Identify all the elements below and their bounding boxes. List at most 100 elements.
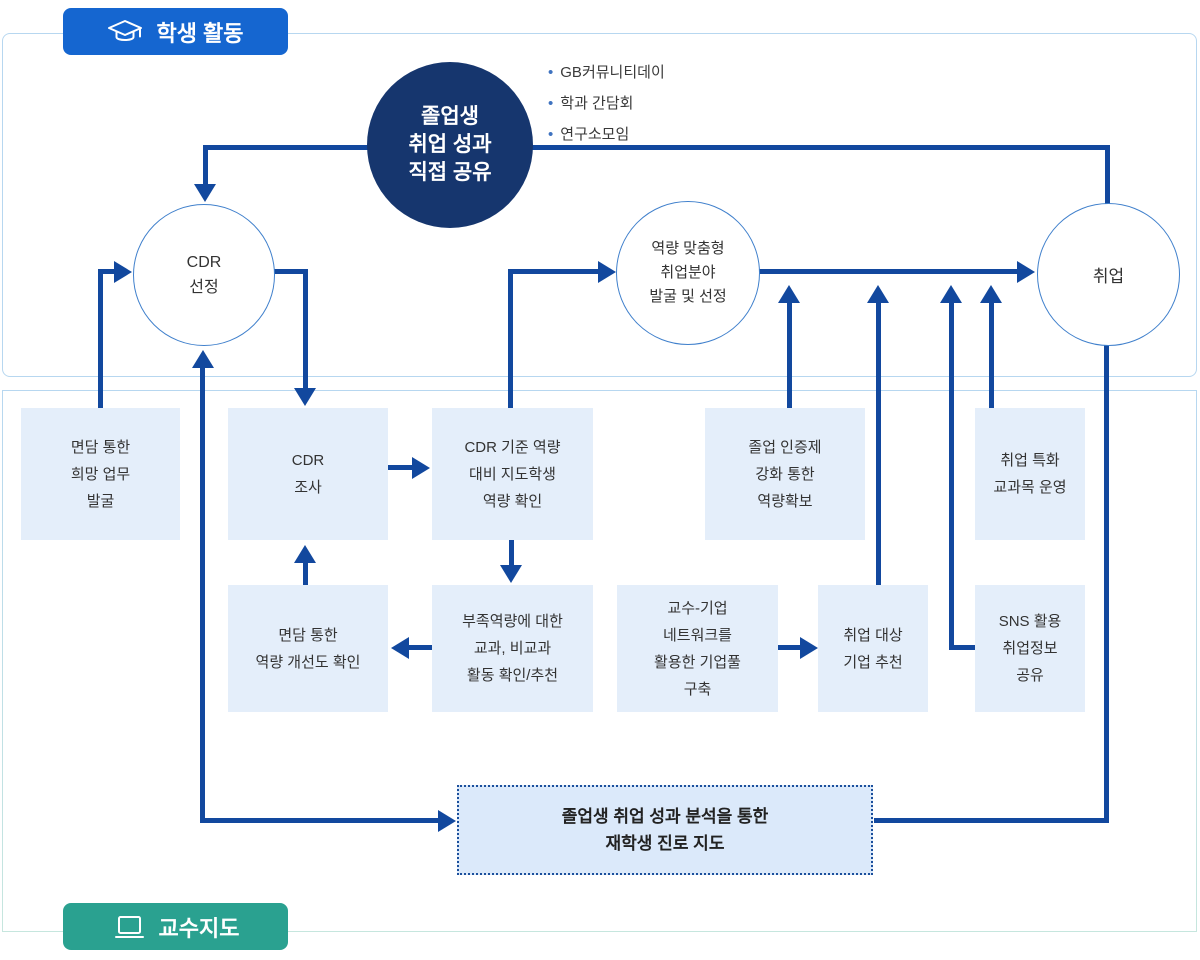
arrow-right-into-match-circle [598,261,616,283]
box-label-line: 취업정보 [1002,640,1058,657]
activity-bullet-list: GB커뮤니티데이 학과 간담회 연구소모임 [548,57,665,150]
bullet-item: 연구소모임 [548,119,665,150]
box-label-line: 취업 특화 [1000,452,1060,469]
connector-match-to-job-horizontal [755,269,1017,274]
arrow-right-into-job-circle [1017,261,1035,283]
connector-network-to-recommend [778,645,800,650]
box-label-line: 네트워크를 [662,626,732,644]
box-label-line: 활동 확인/추천 [466,667,559,684]
connector-loop-left-horizontal [200,818,438,823]
arrow-right-into-feedback-box [438,810,456,832]
box-label-line: CDR [291,452,325,469]
box-label-line: 활용한 기업풀 [654,653,741,671]
arrow-up-from-recommend-box [867,285,889,303]
graduate-share-circle: 졸업생 취업 성과 직접 공유 [367,62,533,228]
share-circle-line: 취업 성과 [408,133,492,156]
circle-label-line: 취업분야 [660,264,716,281]
connector-recommend-vertical [876,303,881,585]
box-label-line: 교과목 운영 [993,479,1067,496]
professor-guidance-badge-label: 교수지도 [158,915,240,941]
connector-survey-to-check [388,465,412,470]
circle-label-line: 역량 맞춤형 [651,240,725,257]
arrow-down-into-lack-box [500,565,522,583]
improvement-check-box: 면담 통한 역량 개선도 확인 [228,585,388,712]
connector-cdr-to-survey-vertical [303,269,308,389]
feedback-box-line: 졸업생 취업 성과 분석을 통한 [561,807,769,826]
circle-label-line: 선정 [189,279,219,296]
sns-job-info-box: SNS 활용 취업정보 공유 [975,585,1085,712]
box-label-line: 역량 확인 [482,492,543,510]
box-label-line: 발굴 [86,492,115,510]
laptop-icon [112,914,146,940]
box-label-line: 조사 [294,479,322,496]
bullet-item: GB커뮤니티데이 [548,57,664,88]
connector-top-right-vertical [1105,145,1110,207]
competency-check-box: CDR 기준 역량 대비 지도학생 역량 확인 [432,408,593,540]
cdr-survey-box: CDR 조사 [228,408,388,540]
professor-company-network-box: 교수-기업 네트워크를 활용한 기업풀 구축 [617,585,778,712]
connector-loop-right-vertical [1104,344,1109,823]
box-label-line: 역량 개선도 확인 [255,653,361,671]
student-activity-badge-label: 학생 활동 [156,20,244,46]
connector-check-to-lack [509,540,514,566]
employment-circle: 취업 [1037,203,1180,346]
box-label-line: 강화 통한 [755,465,815,483]
box-label-line: CDR 기준 역량 [464,438,561,456]
circle-label-line: 발굴 및 선정 [649,288,727,305]
connector-loop-right-horizontal [874,818,1109,823]
connector-sns-elbow [949,645,975,650]
graduation-certification-box: 졸업 인증제 강화 통한 역량확보 [705,408,865,540]
share-circle-line: 졸업생 [421,105,479,128]
box-label-line: 면담 통한 [278,626,338,644]
box-label-line: 희망 업무 [70,465,131,483]
arrow-right-into-cdr-circle [114,261,132,283]
connector-special-vertical [989,303,994,408]
box-label-line: SNS 활용 [998,613,1062,630]
arrow-left-into-improve-box [391,637,409,659]
connector-cert-vertical [787,303,792,408]
arrow-up-into-survey-box [294,545,316,563]
arrow-right-into-check-box [412,457,430,479]
box-label-line: 기업 추천 [843,653,903,671]
arrow-up-into-cdr-circle-bottom [192,350,214,368]
box-label-line: 구축 [683,680,712,698]
arrow-up-from-special-box [980,285,1002,303]
lacking-competency-box: 부족역량에 대한 교과, 비교과 활동 확인/추천 [432,585,593,712]
connector-improve-to-survey [303,563,308,585]
connector-loop-left-vertical [200,368,205,820]
connector-hope-to-cdr-horizontal [98,269,115,274]
connector-lack-to-improve [409,645,432,650]
competency-match-circle: 역량 맞춤형 취업분야 발굴 및 선정 [616,201,760,345]
circle-label-line: 취업 [1092,267,1125,286]
connector-cdr-to-survey-horizontal [270,269,308,274]
feedback-box-line: 재학생 진로 지도 [605,834,725,853]
student-activity-badge: 학생 활동 [63,8,288,55]
arrow-up-from-sns-box [940,285,962,303]
box-label-line: 면담 통한 [70,438,131,456]
circle-label-line: CDR [186,254,222,271]
employment-course-box: 취업 특화 교과목 운영 [975,408,1085,540]
company-recommendation-box: 취업 대상 기업 추천 [818,585,928,712]
box-label-line: 대비 지도학생 [469,465,556,483]
box-label-line: 취업 대상 [843,626,903,644]
connector-hope-to-cdr-vertical [98,269,103,410]
connector-check-to-match-horizontal [508,269,598,274]
connector-check-to-match-vertical [508,269,513,410]
box-label-line: 교수-기업 [667,599,728,617]
cdr-selection-circle: CDR 선정 [133,204,275,346]
share-circle-line: 직접 공유 [408,161,492,184]
connector-top-left-vertical [203,145,208,185]
arrow-down-into-cdr-circle [194,184,216,202]
hope-discovery-box: 면담 통한 희망 업무 발굴 [21,408,180,540]
bullet-item: 학과 간담회 [548,88,665,119]
arrow-up-from-cert-box [778,285,800,303]
box-label-line: 교과, 비교과 [473,640,552,657]
box-label-line: 부족역량에 대한 [462,613,563,630]
career-guidance-feedback-box: 졸업생 취업 성과 분석을 통한 재학생 진로 지도 [457,785,873,875]
box-label-line: 역량확보 [757,492,813,510]
graduation-cap-icon [107,18,143,46]
arrow-down-into-survey-box [294,388,316,406]
box-label-line: 공유 [1016,667,1044,684]
professor-guidance-badge: 교수지도 [63,903,288,950]
